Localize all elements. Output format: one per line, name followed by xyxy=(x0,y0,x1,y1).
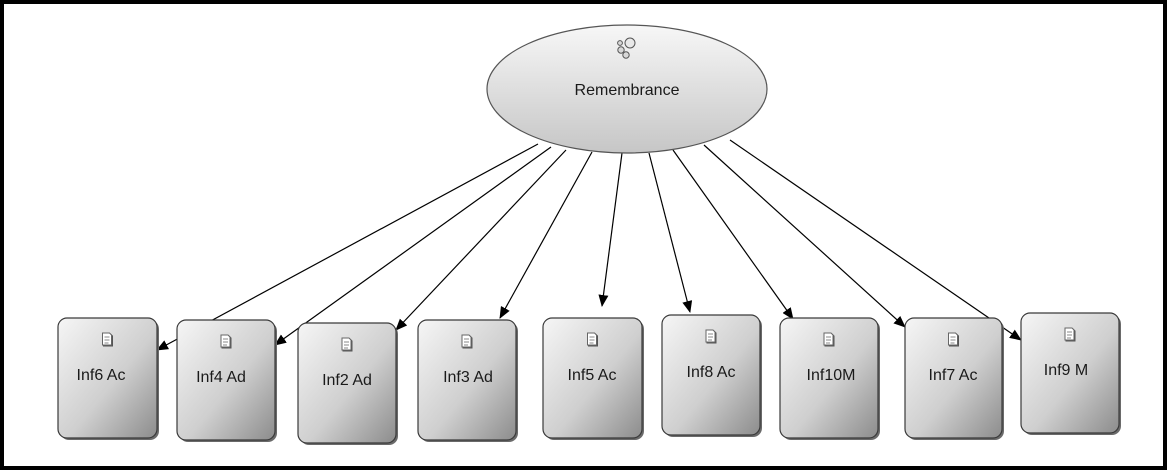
indicator-node: Inf5 Ac xyxy=(542,317,644,440)
indicator-box xyxy=(417,319,517,441)
indicator-label: Inf5 Ac xyxy=(568,367,617,384)
indicator-label: Inf4 Ad xyxy=(196,369,246,386)
indicator-node: Inf9 M xyxy=(1020,312,1121,435)
indicator-label: Inf8 Ac xyxy=(687,364,736,381)
document-icon xyxy=(587,332,598,347)
path-arrow xyxy=(274,146,552,346)
path-arrow xyxy=(729,139,1022,341)
indicator-box xyxy=(904,317,1003,439)
indicator-label: Inf9 M xyxy=(1044,362,1088,379)
indicator-label: Inf3 Ad xyxy=(443,369,493,386)
indicator-node: Inf10M xyxy=(779,317,880,440)
indicator-node: Inf7 Ac xyxy=(904,317,1004,440)
indicator-box xyxy=(779,317,879,439)
latent-ellipse xyxy=(486,24,768,154)
document-icon xyxy=(220,334,232,349)
path-arrow xyxy=(648,152,693,313)
indicator-box xyxy=(1020,312,1120,434)
indicator-node: Inf8 Ac xyxy=(661,314,762,437)
indicator-node: Inf6 Ac xyxy=(57,317,159,440)
indicator-box xyxy=(297,322,397,444)
indicator-label: Inf10M xyxy=(807,367,856,384)
path-arrow xyxy=(499,151,593,319)
indicator-node: Inf4 Ad xyxy=(176,319,277,442)
path-arrow xyxy=(156,143,539,351)
indicator-box xyxy=(661,314,761,436)
indicator-box xyxy=(57,317,158,439)
path-arrow xyxy=(672,149,794,320)
document-icon xyxy=(461,334,473,349)
path-arrow xyxy=(395,149,567,331)
indicator-node: Inf3 Ad xyxy=(417,319,518,442)
indicator-label: Inf2 Ad xyxy=(322,372,372,389)
indicator-node: Inf2 Ad xyxy=(297,322,398,445)
latent-label: Remembrance xyxy=(575,82,680,99)
latent-variable: Remembrance xyxy=(486,24,768,154)
indicator-nodes: Inf6 Ac Inf4 Ad Inf2 Ad Inf3 Ad Inf5 Ac Inf8 … xyxy=(57,312,1121,445)
path-arrow xyxy=(598,152,623,307)
document-icon xyxy=(1064,327,1076,342)
document-icon xyxy=(341,337,353,352)
path-arrows xyxy=(156,139,1022,351)
document-icon xyxy=(705,329,717,344)
indicator-label: Inf7 Ac xyxy=(929,367,978,384)
indicator-label: Inf6 Ac xyxy=(77,367,126,384)
document-icon xyxy=(823,332,835,347)
document-icon xyxy=(102,332,113,347)
indicator-box xyxy=(542,317,643,439)
latent-variable-icon xyxy=(617,37,636,59)
path-arrow xyxy=(703,144,906,328)
document-icon xyxy=(948,332,959,347)
indicator-box xyxy=(176,319,276,441)
